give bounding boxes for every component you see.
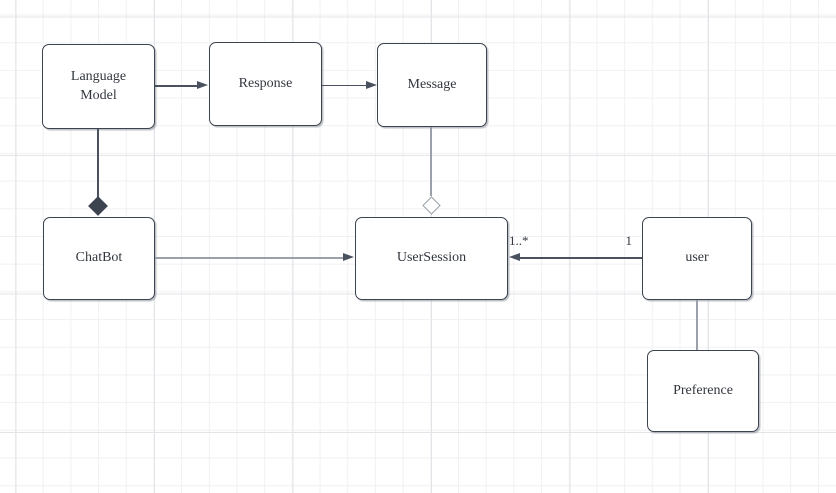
arrowhead-icon: [366, 80, 377, 89]
edge-user-preference[interactable]: [696, 300, 698, 350]
edge-message-usersession[interactable]: [430, 127, 432, 196]
edge-languagemodel-chatbot[interactable]: [97, 129, 99, 197]
node-label: ChatBot: [75, 250, 123, 266]
edge-user-usersession[interactable]: [518, 257, 642, 259]
node-response[interactable]: Response: [209, 42, 322, 126]
node-preference[interactable]: Preference: [647, 350, 759, 432]
edge-response-message[interactable]: [322, 84, 368, 86]
node-chatbot[interactable]: ChatBot: [43, 217, 155, 300]
node-label: Message: [407, 76, 457, 92]
node-label: UserSession: [396, 250, 467, 266]
node-label: Language Model: [70, 68, 127, 103]
edge-languagemodel-response[interactable]: [155, 85, 199, 87]
node-usersession[interactable]: UserSession: [355, 217, 508, 300]
node-user[interactable]: user: [642, 217, 752, 300]
arrowhead-icon: [343, 253, 354, 262]
node-message[interactable]: Message: [377, 43, 487, 127]
node-language-model[interactable]: Language Model: [42, 44, 155, 129]
node-label: Preference: [673, 382, 733, 398]
aggregation-diamond-icon: [421, 196, 441, 215]
multiplicity-label-target: 1..*: [509, 233, 529, 248]
arrowhead-icon: [197, 81, 208, 90]
node-label: Response: [238, 75, 293, 91]
edge-chatbot-usersession[interactable]: [155, 257, 345, 259]
composition-diamond-icon: [88, 196, 108, 216]
node-label: user: [685, 250, 709, 266]
arrowhead-icon: [509, 253, 520, 262]
multiplicity-label-source: 1: [625, 233, 633, 248]
